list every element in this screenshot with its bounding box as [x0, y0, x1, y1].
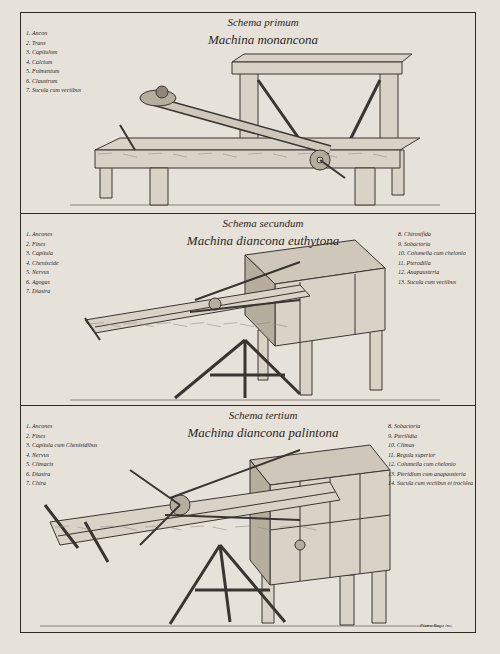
- part-legend-item: 1. Ancones: [26, 231, 52, 238]
- part-legend-item: 5. Climacis: [26, 461, 53, 468]
- part-legend-item: 4. Calcium: [26, 59, 52, 66]
- part-legend-item: 5. Nervus: [26, 269, 49, 276]
- part-legend-item: 7. Diastra: [26, 288, 50, 295]
- part-legend-item: 9. Sobactoria: [398, 241, 430, 248]
- part-legend-item: 6. Agogas: [26, 279, 50, 286]
- part-legend-item: 12. Anapausteria: [398, 269, 439, 276]
- part-legend-item: 13. Sucula cum vectibus: [398, 279, 456, 286]
- part-legend-item: 3. Capitulum: [26, 49, 57, 56]
- part-legend-item: 1. Ancon: [26, 30, 47, 37]
- part-legend-item: 13. Pteridium cum anapausteria: [388, 471, 466, 478]
- part-legend-item: 14. Sucula cum vectibus et trochlea: [388, 480, 473, 487]
- plate-panel: Schema tertiumMachina diancona palintona: [20, 405, 476, 633]
- part-legend-item: 11. Pterodilla: [398, 260, 431, 267]
- part-legend-item: 4. Nervus: [26, 452, 49, 459]
- machine-name: Machina diancona euthytona: [143, 233, 383, 249]
- part-legend-item: 6. Diastra: [26, 471, 50, 478]
- plate-title: Schema primum: [143, 16, 383, 28]
- part-legend-item: 2. Fines: [26, 433, 45, 440]
- part-legend-item: 3. Capitula cum Chenisidibus: [26, 442, 97, 449]
- part-legend-item: 6. Claustrum: [26, 78, 57, 85]
- part-legend-item: 3. Capitula: [26, 250, 53, 257]
- plate-title: Schema tertium: [143, 409, 383, 421]
- part-legend-item: 9. Pterilidia: [388, 433, 417, 440]
- machine-name: Machina monancona: [143, 32, 383, 48]
- part-legend-item: 2. Fines: [26, 241, 45, 248]
- engraver-signature: Pietro Ruga inc.: [420, 622, 453, 629]
- part-legend-item: 8. Chirosifida: [398, 231, 431, 238]
- part-legend-item: 7. Chira: [26, 480, 46, 487]
- part-legend-item: 4. Cheniscide: [26, 260, 59, 267]
- part-legend-item: 12. Columella cum chelonio: [388, 461, 456, 468]
- part-legend-item: 5. Fulmentum: [26, 68, 59, 75]
- part-legend-item: 1. Ancones: [26, 423, 52, 430]
- machine-name: Machina diancona palintona: [143, 425, 383, 441]
- plate-title: Schema secundum: [143, 217, 383, 229]
- part-legend-item: 10. Climax: [388, 442, 414, 449]
- part-legend-item: 11. Regula superior: [388, 452, 435, 459]
- plate-panel: Schema primumMachina monancona: [20, 12, 476, 214]
- part-legend-item: 10. Columella cum chelonio: [398, 250, 466, 257]
- part-legend-item: 2. Trans: [26, 40, 46, 47]
- part-legend-item: 8. Sobactoria: [388, 423, 420, 430]
- part-legend-item: 7. Sucula cum vectibus: [26, 87, 81, 94]
